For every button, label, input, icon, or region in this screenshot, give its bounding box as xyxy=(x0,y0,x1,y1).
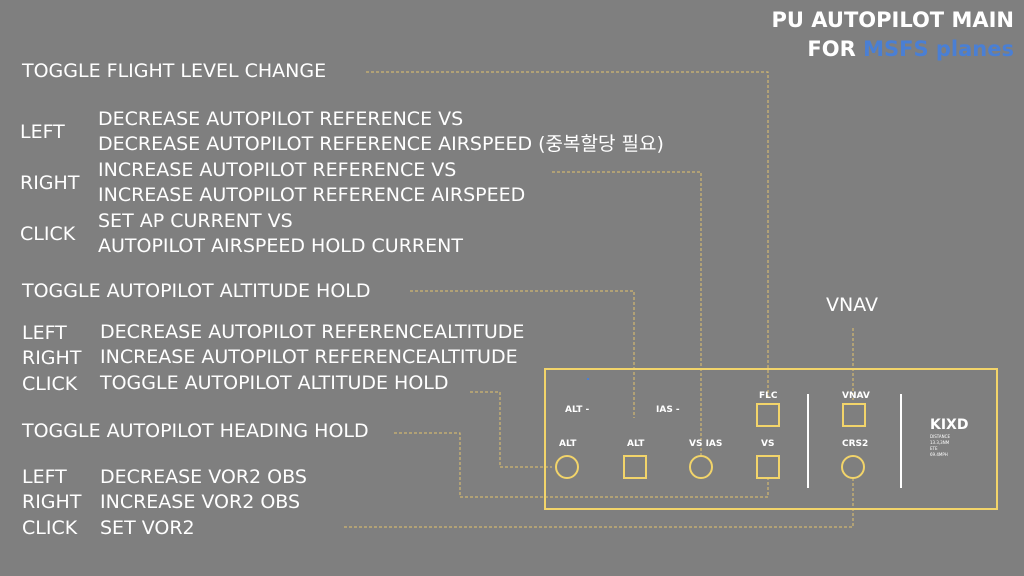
vs-button[interactable] xyxy=(756,455,780,479)
display-line-2: 13.3,3NM xyxy=(930,440,950,445)
alt-left-text: DECREASE AUTOPILOT REFERENCEALTITUDE xyxy=(100,321,525,343)
alt-readout: ALT - xyxy=(565,405,590,415)
leader-flc xyxy=(366,71,769,400)
leader-alt-knob xyxy=(470,391,552,468)
alt-knob[interactable] xyxy=(555,455,579,479)
alt-knob-label: ALT xyxy=(559,439,577,449)
alt-title: TOGGLE AUTOPILOT ALTITUDE HOLD xyxy=(22,280,371,302)
vs-button-label: VS xyxy=(761,439,775,449)
flc-left-line-2: DECREASE AUTOPILOT REFERENCE AIRSPEED (중… xyxy=(98,133,664,155)
vsias-knob-label: VS IAS xyxy=(689,439,723,449)
hdg-click-text: SET VOR2 xyxy=(100,517,195,539)
hdg-click-label: CLICK xyxy=(22,517,78,539)
display-line-3: ETE xyxy=(930,446,938,451)
panel-indicator-dot xyxy=(587,378,589,380)
vnav-button[interactable] xyxy=(842,403,866,427)
hdg-title: TOGGLE AUTOPILOT HEADING HOLD xyxy=(22,420,369,442)
alt-button[interactable] xyxy=(623,455,647,479)
vnav-label: VNAV xyxy=(826,294,878,316)
leader-vs xyxy=(394,432,769,498)
alt-button-label: ALT xyxy=(627,439,645,449)
display-line-1: DISTANCE xyxy=(930,434,950,439)
subtitle-accent: MSFS planes xyxy=(863,37,1014,61)
panel-divider-left xyxy=(807,394,809,488)
flc-button[interactable] xyxy=(756,403,780,427)
alt-left-label: LEFT xyxy=(22,322,67,344)
alt-right-label: RIGHT xyxy=(22,347,82,369)
flc-left-label: LEFT xyxy=(20,121,65,143)
flc-left-line-1: DECREASE AUTOPILOT REFERENCE VS xyxy=(98,108,464,130)
alt-click-label: CLICK xyxy=(22,373,78,395)
hdg-right-text: INCREASE VOR2 OBS xyxy=(100,491,301,513)
page-subtitle: FOR MSFS planes xyxy=(807,37,1014,61)
flc-title: TOGGLE FLIGHT LEVEL CHANGE xyxy=(22,60,327,82)
flc-click-line-2: AUTOPILOT AIRSPEED HOLD CURRENT xyxy=(98,235,463,257)
flc-right-label: RIGHT xyxy=(20,172,80,194)
airport-code: KIXD xyxy=(930,417,969,433)
flc-click-line-1: SET AP CURRENT VS xyxy=(98,210,293,232)
crs2-knob[interactable] xyxy=(841,455,865,479)
hdg-left-text: DECREASE VOR2 OBS xyxy=(100,466,307,488)
ias-readout: IAS - xyxy=(656,405,680,415)
panel-right-edge xyxy=(996,368,998,510)
flc-click-label: CLICK xyxy=(20,223,76,245)
flc-right-line-1: INCREASE AUTOPILOT REFERENCE VS xyxy=(98,159,457,181)
hdg-left-label: LEFT xyxy=(22,466,67,488)
vnav-button-label: VNAV xyxy=(842,391,870,401)
display-line-4: 69.4MPH xyxy=(930,452,948,457)
alt-click-text: TOGGLE AUTOPILOT ALTITUDE HOLD xyxy=(100,372,449,394)
vsias-knob[interactable] xyxy=(689,455,713,479)
crs2-knob-label: CRS2 xyxy=(842,439,869,449)
alt-right-text: INCREASE AUTOPILOT REFERENCEALTITUDE xyxy=(100,346,518,368)
subtitle-prefix: FOR xyxy=(807,37,856,61)
flc-button-label: FLC xyxy=(759,391,778,401)
panel-divider-right xyxy=(900,394,902,488)
page-title: PU AUTOPILOT MAIN xyxy=(771,8,1014,32)
hdg-right-label: RIGHT xyxy=(22,491,82,513)
leader-crs2 xyxy=(344,479,854,528)
flc-right-line-2: INCREASE AUTOPILOT REFERENCE AIRSPEED xyxy=(98,184,526,206)
autopilot-panel xyxy=(544,368,996,510)
